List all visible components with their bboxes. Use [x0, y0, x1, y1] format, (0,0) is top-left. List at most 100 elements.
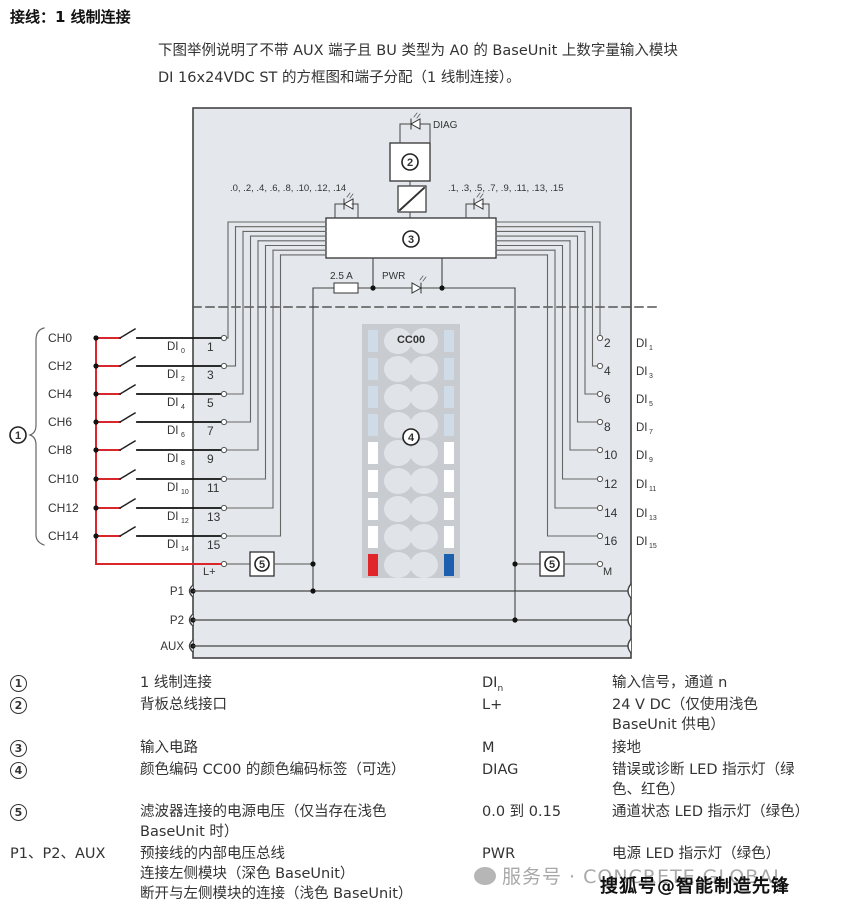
legend-line: 连接左侧模块（深色 BaseUnit）: [140, 866, 355, 882]
terminal-opening: [384, 524, 412, 550]
di-label: DI: [167, 511, 179, 523]
terminal-point: [596, 362, 604, 370]
junction-dot: [512, 617, 518, 623]
switch-contact: [118, 383, 137, 396]
fuse-icon: [333, 282, 359, 294]
legend-line: BaseUnit 供电）: [612, 717, 725, 733]
terminal-number: 1: [207, 340, 214, 354]
legend-key: 2: [10, 695, 27, 715]
terminal-number: 6: [604, 392, 611, 406]
cc00-label: CC00: [397, 334, 425, 346]
di-label: DI: [167, 341, 179, 353]
legend-line: 接地: [612, 740, 641, 756]
junction-dot: [370, 285, 376, 291]
terminal-point: [596, 334, 604, 342]
terminal-tab: [368, 386, 378, 408]
marker-circle-icon: [9, 426, 27, 444]
legend-line: BaseUnit 时）: [140, 824, 239, 840]
switch-contact: [118, 525, 137, 538]
marker-circle-icon: 2: [10, 697, 27, 714]
di-subscript: 4: [181, 404, 185, 411]
di-subscript: 15: [649, 543, 657, 550]
blue-terminal-tab: [444, 554, 454, 576]
channel-label: CH10: [48, 472, 79, 486]
di-subscript: 10: [181, 489, 189, 496]
terminal-opening: [410, 328, 438, 354]
pwr-led-icon: [411, 282, 423, 294]
junction-dot: [93, 391, 99, 397]
legend-key: 0.0 到 0.15: [482, 804, 562, 820]
lplus-label: L+: [203, 566, 216, 578]
terminal-opening: [410, 552, 438, 578]
red-terminal-tab: [368, 554, 378, 576]
terminal-number: 12: [604, 477, 618, 491]
marker-circle-icon: 3: [10, 740, 27, 757]
marker-circle-icon: [401, 153, 419, 171]
wire: [419, 275, 424, 281]
channel-label: CH12: [48, 501, 79, 515]
terminal-number: 3: [207, 368, 214, 382]
di-label: DI: [167, 453, 179, 465]
junction-dot: [93, 476, 99, 482]
di-subscript: 12: [181, 518, 189, 525]
terminal-point: [220, 334, 228, 342]
junction-dot: [439, 285, 445, 291]
terminal-tab: [444, 498, 454, 520]
led-odd-label: .1, .3, .5, .7, .9, .11, .13, .15: [448, 183, 563, 194]
diag-label: DIAG: [433, 120, 458, 131]
di-subscript: 3: [649, 373, 653, 380]
legend-description: 背板总线接口: [140, 695, 480, 715]
di-label: DI: [636, 536, 648, 548]
terminal-tab: [368, 330, 378, 352]
wechat-icon: [474, 867, 496, 885]
channel-label: CH2: [48, 359, 72, 373]
di-subscript: 2: [181, 376, 185, 383]
terminal-opening: [384, 440, 412, 466]
terminal-tab: [368, 526, 378, 548]
terminal-opening: [410, 496, 438, 522]
legend-key: DIAG: [482, 762, 519, 778]
terminal-opening: [384, 552, 412, 578]
switch-contact: [118, 468, 137, 481]
terminal-tab: [444, 470, 454, 492]
marker-circle-icon: 5: [10, 804, 27, 821]
marker-number: 4: [408, 432, 415, 444]
di-subscript: 9: [649, 457, 653, 464]
terminal-tab: [444, 358, 454, 380]
watermark-service: 服务号 · CONCRETE GLOBAL: [474, 862, 785, 889]
di-label: DI: [167, 369, 179, 381]
led-ray: [416, 113, 421, 119]
legend-description: 接地: [612, 738, 852, 758]
legend-line: 色、红色）: [612, 782, 685, 798]
di-label: DI: [167, 539, 179, 551]
legend-description: 电源 LED 指示灯（绿色）: [612, 844, 852, 864]
marker-number: 2: [407, 157, 413, 169]
di-subscript: 14: [181, 546, 189, 553]
bus-connector: [627, 638, 632, 654]
terminal-point: [220, 532, 228, 540]
terminal-number: 14: [604, 506, 618, 520]
terminal-number: 10: [604, 448, 618, 462]
legend-line: 电源 LED 指示灯（绿色）: [612, 846, 781, 862]
marker-circle-icon: [402, 428, 420, 446]
wire: [422, 276, 427, 282]
terminal-point: [220, 475, 228, 483]
di-label: DI: [636, 394, 648, 406]
terminal-tab: [444, 442, 454, 464]
legend-key: 3: [10, 738, 27, 758]
legend-line: 背板总线接口: [140, 697, 227, 713]
terminal-point: [220, 390, 228, 398]
legend-key: 4: [10, 760, 27, 780]
di-subscript: 0: [181, 348, 185, 355]
legend-key: PWR: [482, 846, 516, 862]
led-ray: [349, 193, 354, 199]
terminal-point: [596, 390, 604, 398]
legend-line: 输入电路: [140, 740, 198, 756]
led-ray: [479, 193, 484, 199]
legend-description: 输入信号，通道 n: [612, 673, 852, 693]
junction-dot: [512, 561, 518, 567]
legend-line: 24 V DC（仅使用浅色: [612, 697, 758, 713]
di-subscript: 13: [649, 515, 657, 522]
legend-description: 预接线的内部电压总线连接左侧模块（深色 BaseUnit）断开与左侧模块的连接（…: [140, 844, 480, 904]
